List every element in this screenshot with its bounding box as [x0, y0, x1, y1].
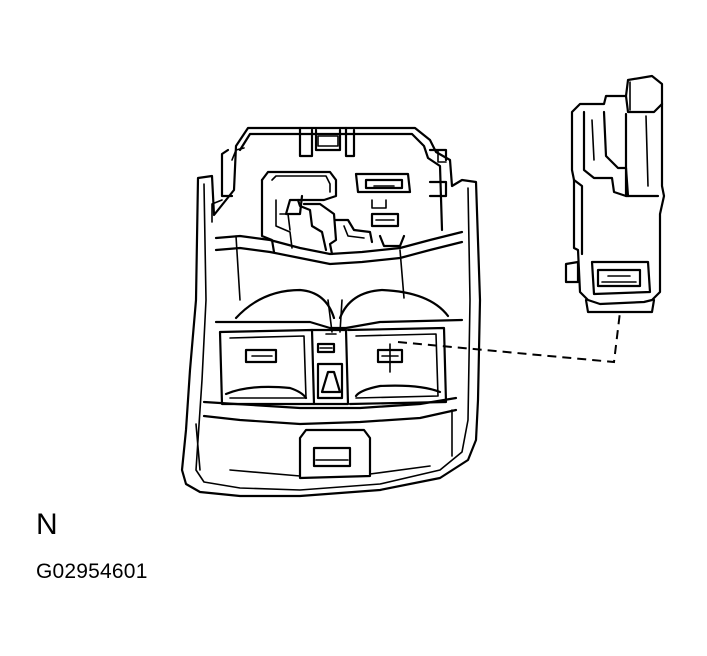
rocker-arches: [214, 288, 464, 333]
installation-leader: [397, 311, 621, 364]
upper-mechanism: [214, 170, 464, 301]
front-bezel: [195, 396, 458, 480]
figure-code-label: G02954601: [36, 560, 148, 583]
switch-module: [564, 74, 666, 314]
view-letter-label: N: [36, 508, 58, 541]
switch-panels: [218, 326, 448, 406]
